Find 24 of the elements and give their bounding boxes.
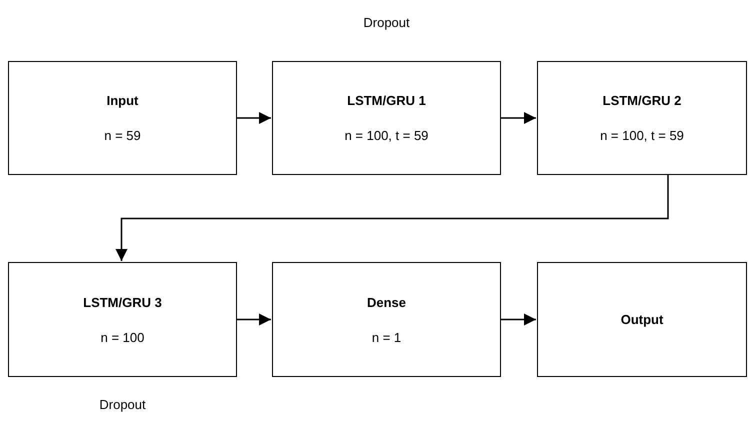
layer-name: Dense xyxy=(366,294,406,310)
arrow xyxy=(237,112,271,124)
dropout-label: Dropout xyxy=(363,15,410,30)
layer-name: LSTM/GRU 3 xyxy=(83,294,162,310)
layer-parameters: n = 100, t = 59 xyxy=(344,128,428,143)
layer-box xyxy=(537,61,747,175)
layer-box xyxy=(537,262,747,377)
layer-parameters: n = 100, t = 59 xyxy=(600,128,684,143)
layer-name: Input xyxy=(106,93,138,108)
layer-name: LSTM/GRU 2 xyxy=(602,93,682,108)
arrow xyxy=(501,314,536,326)
layer-box xyxy=(272,61,501,175)
dropout-label: Dropout xyxy=(99,397,146,412)
arrow xyxy=(237,314,271,326)
layer-name: Output xyxy=(620,312,664,327)
layer-box xyxy=(8,61,237,175)
layer-parameters: n = 59 xyxy=(104,128,141,143)
layer-parameters: n = 1 xyxy=(372,330,402,344)
layer-box xyxy=(272,262,501,377)
arrow xyxy=(501,112,536,124)
arrow xyxy=(116,175,669,261)
layer-name: LSTM/GRU 1 xyxy=(347,93,426,108)
layer-box xyxy=(8,262,237,377)
layer-parameters: n = 100 xyxy=(100,330,144,344)
